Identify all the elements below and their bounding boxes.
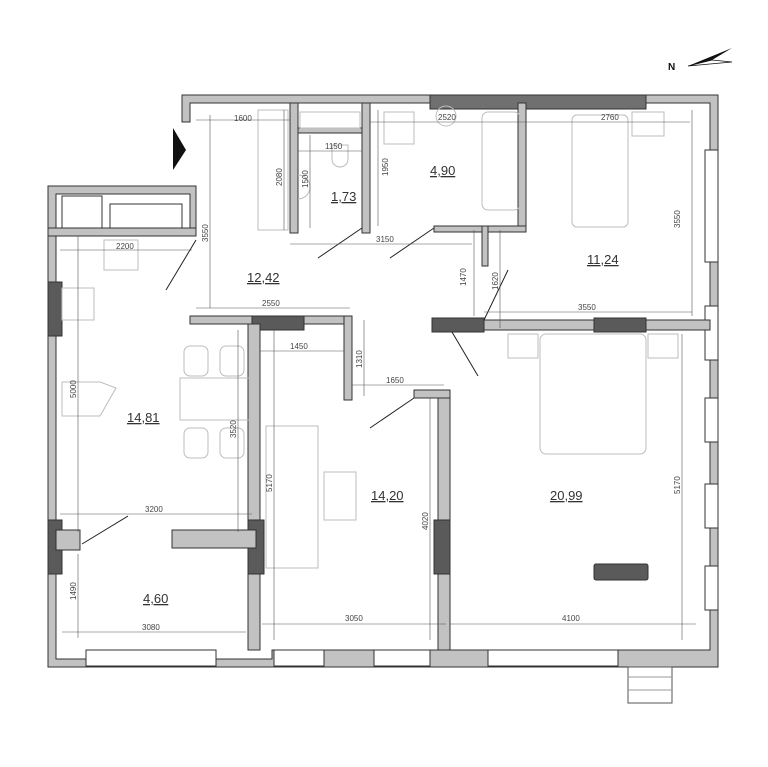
door-swings [81, 227, 509, 545]
dim-master-bottom: 4100 [562, 614, 580, 623]
dim-bed-right: 3550 [673, 210, 682, 228]
dim-bed-door-b: 1620 [491, 272, 500, 290]
interior-walls [55, 102, 711, 651]
entrance-arrow-icon [173, 128, 186, 170]
room-area-master-bedroom[interactable]: 20,99 [550, 488, 583, 503]
dim-wc-depth: 1500 [301, 170, 310, 188]
dim-balcony-left: 1490 [69, 582, 78, 600]
north-label: N [668, 62, 675, 73]
dimension-lines [60, 110, 696, 640]
dim-kitchen-right: 3520 [229, 420, 238, 438]
dim-bath-width: 2520 [438, 113, 456, 122]
dim-hall-left: 3550 [201, 224, 210, 242]
room-area-wc[interactable]: 1,73 [331, 189, 356, 204]
room-area-hallway[interactable]: 12,42 [247, 270, 280, 285]
dim-living-left: 5170 [265, 474, 274, 492]
room-area-living-room[interactable]: 14,20 [371, 488, 404, 503]
dim-kitchen-left: 5000 [69, 380, 78, 398]
north-arrow-icon [687, 48, 733, 67]
dim-hall-closet: 2080 [275, 168, 284, 186]
dim-bed-top: 2760 [601, 113, 619, 122]
dim-bed-door-a: 1470 [459, 268, 468, 286]
exterior-walls [47, 94, 719, 704]
dim-kitchen-bottom: 3200 [145, 505, 163, 514]
dim-master-right: 5170 [673, 476, 682, 494]
dim-living-niche-w: 1650 [386, 376, 404, 385]
dim-living-niche: 1310 [355, 350, 364, 368]
dim-corridor: 3150 [376, 235, 394, 244]
furniture [61, 105, 679, 581]
room-area-kitchen-dining[interactable]: 14,81 [127, 410, 160, 425]
dim-living-top: 1450 [290, 342, 308, 351]
dim-living-right: 4020 [421, 512, 430, 530]
dim-wc-width: 1150 [325, 142, 343, 151]
dim-living-bottom: 3050 [345, 614, 363, 623]
room-area-bathroom[interactable]: 4,90 [430, 163, 455, 178]
room-area-bedroom-small[interactable]: 11,24 [587, 252, 619, 267]
dim-balcony-bottom: 3080 [142, 623, 160, 632]
dim-bath-depth: 1950 [381, 158, 390, 176]
room-area-balcony[interactable]: 4,60 [143, 591, 168, 606]
dim-kitchen-top: 2200 [116, 242, 134, 251]
dim-hall-bottom: 2550 [262, 299, 280, 308]
dim-bed-bottom: 3550 [578, 303, 596, 312]
dim-hall-top: 1600 [234, 114, 252, 123]
